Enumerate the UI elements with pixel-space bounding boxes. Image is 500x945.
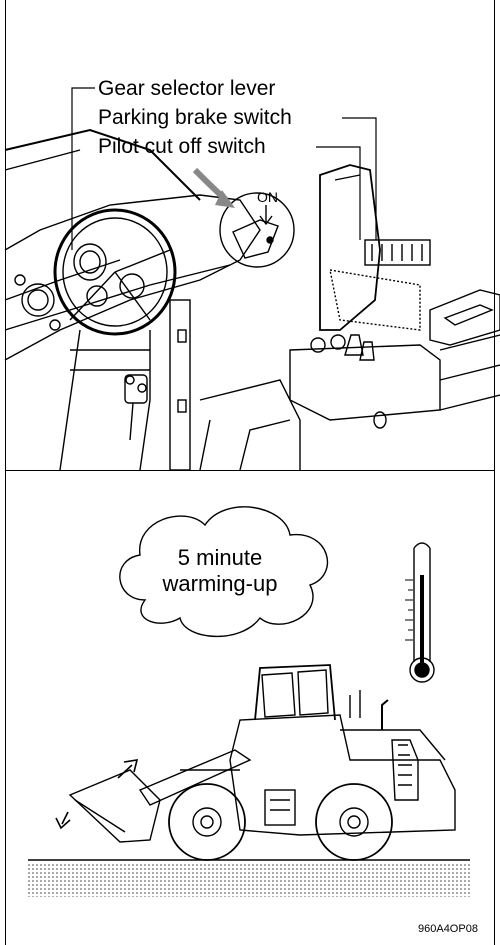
warm-up-line-2: warming-up [130, 571, 310, 597]
warm-up-line-1: 5 minute [130, 545, 310, 571]
thermometer-icon [405, 543, 434, 682]
ground-hatching [28, 862, 470, 897]
warm-up-cloud-text: 5 minute warming-up [130, 545, 310, 597]
wheel-loader-illustration [56, 665, 455, 860]
figure-code: 960A4OP08 [418, 923, 478, 935]
